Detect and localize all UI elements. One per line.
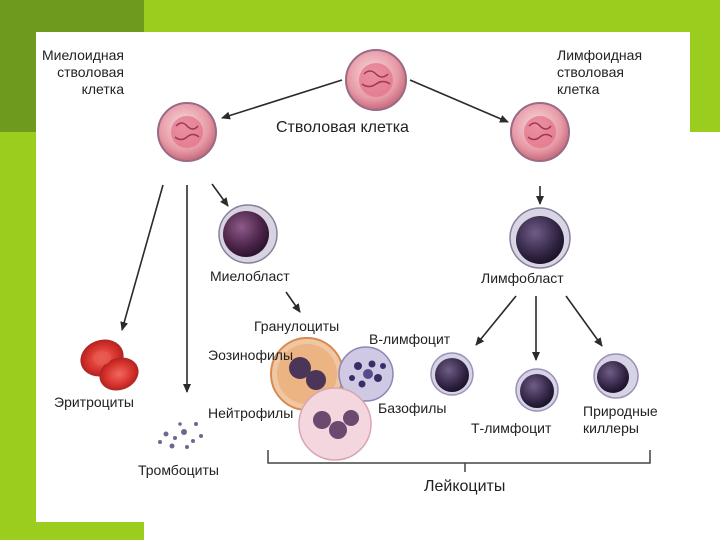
myeloblast-cell bbox=[218, 204, 278, 264]
basophils-label: Базофилы bbox=[378, 400, 447, 416]
eosinophils-label: Эозинофилы bbox=[208, 347, 294, 363]
neutrophils-label: Нейтрофилы bbox=[208, 405, 294, 421]
arrow-myeloblast-to-granulocytes bbox=[285, 291, 301, 313]
arrow-stem-to-lymphoid bbox=[409, 79, 509, 123]
thrombocytes-label: Тромбоциты bbox=[138, 462, 219, 478]
t-lymphocyte-cell bbox=[515, 368, 559, 412]
erythrocytes-label: Эритроциты bbox=[54, 394, 134, 410]
arrow-stem-to-myeloid bbox=[221, 79, 343, 120]
arrow-lymphoblast-to-b-lymphocyte bbox=[475, 295, 517, 346]
b-lymphocyte-cell bbox=[430, 352, 474, 396]
stem-cell-label: Стволовая клетка bbox=[276, 119, 409, 136]
myeloid-stem-cell bbox=[157, 102, 217, 162]
green-band-top bbox=[144, 0, 720, 32]
lymphoid-stem-cell-label: Лимфоидная стволовая клетка bbox=[557, 47, 643, 97]
basophil-cell bbox=[338, 346, 394, 402]
thrombocytes-cells bbox=[158, 422, 203, 449]
arrow-myeloid-to-erythrocytes bbox=[120, 184, 164, 331]
myeloblast-label: Миелобласт bbox=[210, 268, 290, 284]
granulocytes-label: Гранулоциты bbox=[254, 318, 340, 334]
arrow-myeloid-to-myeloblast bbox=[211, 183, 229, 207]
green-band-left bbox=[0, 132, 36, 540]
lymphoid-stem-cell bbox=[510, 102, 570, 162]
arrows bbox=[120, 79, 603, 393]
b-lymphocyte-label: В-лимфоцит bbox=[369, 331, 451, 347]
t-lymphocyte-label: Т-лимфоцит bbox=[471, 420, 552, 436]
green-band-right bbox=[690, 32, 720, 132]
erythrocytes-cells bbox=[80, 339, 139, 391]
stem-cell bbox=[345, 49, 407, 111]
leukocytes-label: Лейкоциты bbox=[424, 478, 506, 495]
myeloid-stem-cell-label: Миелоидная стволовая клетка bbox=[42, 47, 125, 97]
green-band-bottom bbox=[36, 522, 144, 540]
natural-killer-cell bbox=[593, 353, 639, 399]
neutrophil-cell bbox=[298, 387, 372, 461]
natural-killers-label: Природные киллеры bbox=[583, 403, 658, 436]
arrow-lymphoblast-to-natural-killers bbox=[565, 295, 603, 347]
leukocytes-bracket bbox=[267, 450, 651, 472]
lymphoblast-cell bbox=[509, 207, 571, 269]
lymphoblast-label: Лимфобласт bbox=[481, 270, 564, 286]
